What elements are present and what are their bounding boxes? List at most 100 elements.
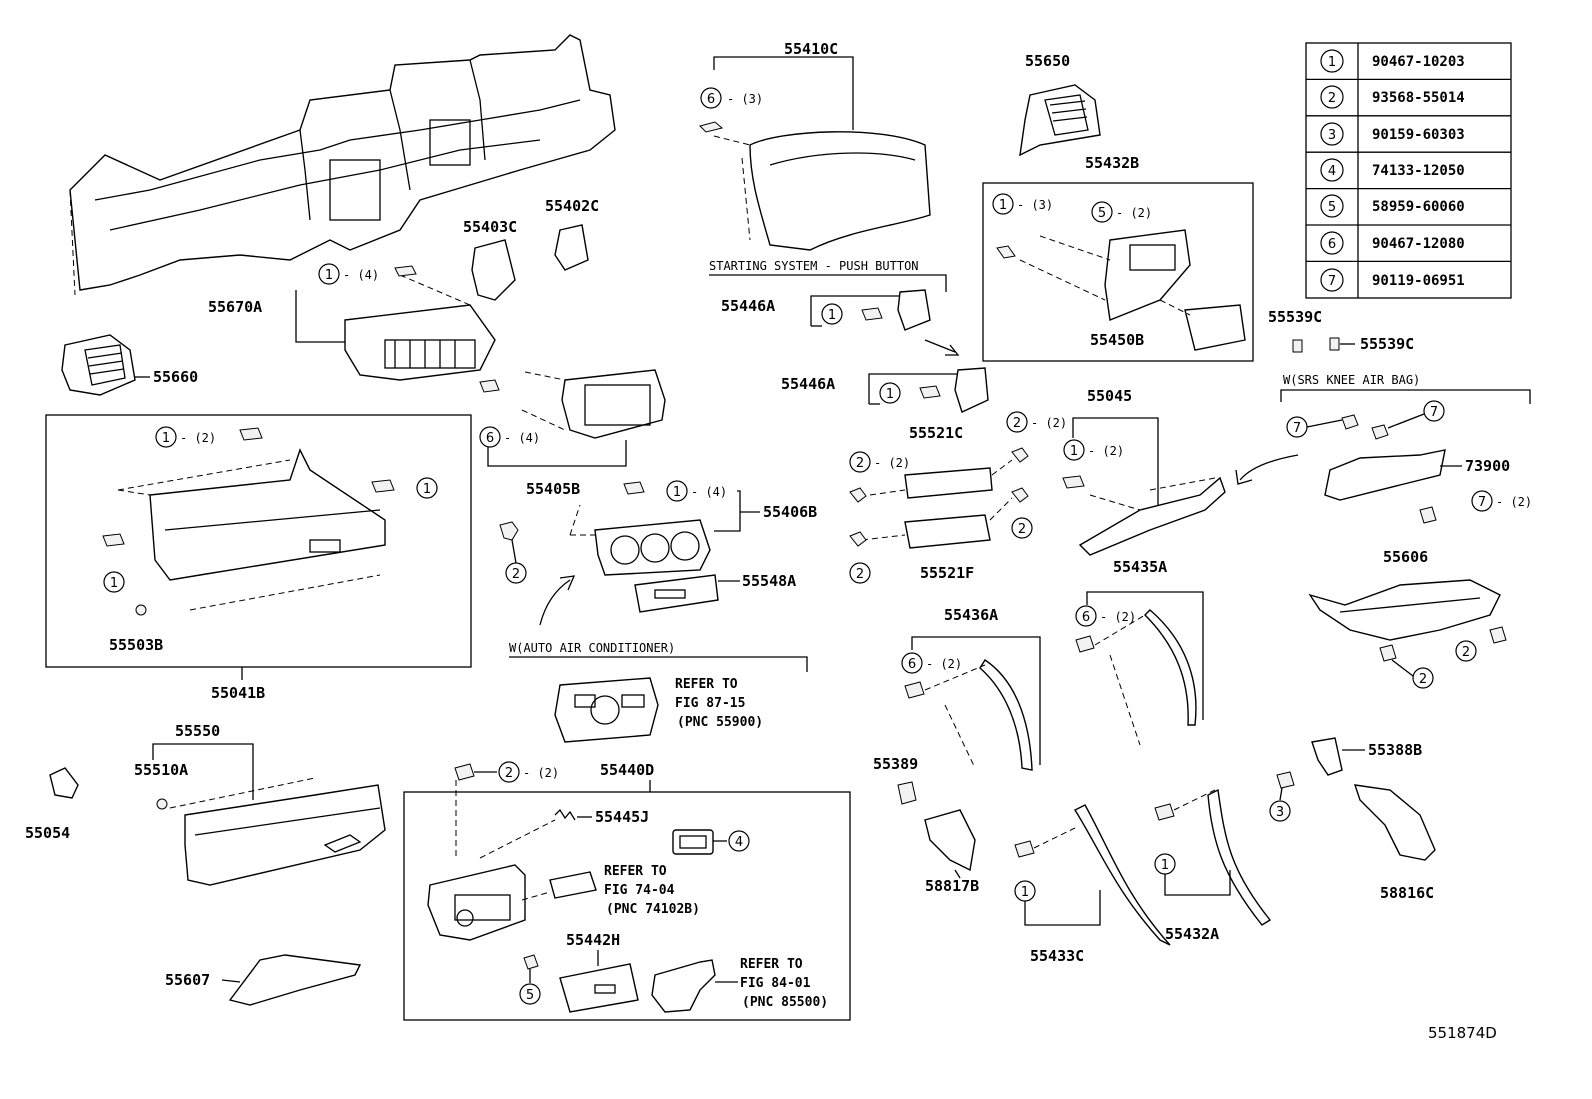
- side-vent-right-drawing: [1019, 84, 1101, 157]
- clip-drawing: [523, 954, 539, 970]
- screw-drawing: [454, 763, 475, 781]
- callout-1: 1: [673, 485, 681, 500]
- part-label-55446A[interactable]: 55446A: [721, 297, 775, 315]
- part-label-55403C[interactable]: 55403C: [463, 218, 517, 236]
- center-vent-drawing: [344, 265, 496, 381]
- part-label-55446A[interactable]: 55446A: [781, 375, 835, 393]
- bracket-drawing: [1311, 737, 1343, 776]
- qty-label: - (2): [1088, 444, 1124, 458]
- qty-label: - (2): [1100, 610, 1136, 624]
- part-label-55389[interactable]: 55389: [873, 755, 918, 773]
- legend-part: 90467-12080: [1372, 236, 1465, 252]
- callout-1: 1: [1070, 444, 1078, 459]
- part-label-55650[interactable]: 55650: [1025, 52, 1070, 70]
- screw-drawing: [1341, 414, 1359, 430]
- part-label-55539C[interactable]: 55539C: [1360, 335, 1414, 353]
- qty-label: - (2): [180, 431, 216, 445]
- screw-drawing: [1379, 644, 1397, 662]
- socket-drawing: [651, 959, 716, 1013]
- screw-drawing: [1489, 626, 1507, 644]
- part-label-55606[interactable]: 55606: [1383, 548, 1428, 566]
- part-label-55510A[interactable]: 55510A: [134, 761, 188, 779]
- callout-2: 2: [856, 567, 864, 582]
- part-label-55539C[interactable]: 55539C: [1268, 308, 1322, 326]
- switch-bezel-drawing: [904, 514, 991, 549]
- part-label-55405B[interactable]: 55405B: [526, 480, 580, 498]
- legend-num: 7: [1328, 274, 1336, 289]
- refer-note: (PNC 55900): [677, 715, 763, 730]
- part-label-55440D[interactable]: 55440D: [600, 761, 654, 779]
- part-label-55550[interactable]: 55550: [175, 722, 220, 740]
- part-label-55445J[interactable]: 55445J: [595, 808, 649, 826]
- part-label-58817B[interactable]: 58817B: [925, 877, 979, 895]
- legend-row: 1 90467-10203: [1320, 49, 1465, 73]
- undercover-drawing: [1308, 579, 1501, 641]
- callout-2: 2: [1462, 645, 1470, 660]
- lower-finish-panel-drawing: [1078, 476, 1226, 556]
- part-label-55433C[interactable]: 55433C: [1030, 947, 1084, 965]
- callout-6: 6: [486, 431, 494, 446]
- detail-box-right: [982, 182, 1254, 362]
- clip-drawing: [861, 307, 883, 321]
- legend-row: 4 74133-12050: [1320, 158, 1465, 182]
- cover-drawing: [471, 239, 516, 301]
- part-label-55045[interactable]: 55045: [1087, 387, 1132, 405]
- qty-label: - (3): [1017, 198, 1053, 212]
- legend-part: 93568-55014: [1372, 90, 1465, 106]
- callout-6: 6: [707, 92, 715, 107]
- part-label-55442H[interactable]: 55442H: [566, 931, 620, 949]
- refer-note: FIG 87-15: [675, 696, 745, 711]
- part-label-55548A[interactable]: 55548A: [742, 572, 796, 590]
- switch-drawing: [549, 871, 597, 899]
- screw-drawing: [849, 531, 867, 547]
- part-label-55388B[interactable]: 55388B: [1368, 741, 1422, 759]
- dashboard-frame-drawing: [69, 34, 616, 296]
- bracket-drawing: [228, 954, 362, 1006]
- refer-note: FIG 84-01: [740, 976, 811, 991]
- part-label-55436A[interactable]: 55436A: [944, 606, 998, 624]
- legend-part: 90467-10203: [1372, 54, 1465, 70]
- part-label-55402C[interactable]: 55402C: [545, 197, 599, 215]
- legend-row: 6 90467-12080: [1320, 231, 1465, 255]
- legend-num: 5: [1328, 200, 1336, 215]
- pillar-garnish-drawing: [1144, 609, 1197, 726]
- clip-drawing: [1154, 803, 1175, 821]
- part-label-55435A[interactable]: 55435A: [1113, 558, 1167, 576]
- clip-drawing: [102, 533, 125, 547]
- clip-drawing: [1075, 635, 1095, 653]
- callout-5: 5: [1098, 206, 1106, 221]
- part-label-55410C[interactable]: 55410C: [784, 40, 838, 58]
- part-label-55670A[interactable]: 55670A: [208, 298, 262, 316]
- qty-label: - (2): [874, 456, 910, 470]
- detail-box-glovebox: [45, 414, 472, 668]
- callout-6: 6: [1082, 610, 1090, 625]
- part-label-55521F[interactable]: 55521F: [920, 564, 974, 582]
- qty-label: - (4): [504, 431, 540, 445]
- cover-drawing: [924, 809, 976, 872]
- part-label-55406B[interactable]: 55406B: [763, 503, 817, 521]
- part-label-55660[interactable]: 55660: [153, 368, 198, 386]
- callout-1: 1: [423, 482, 431, 497]
- qty-label: - (2): [1496, 495, 1532, 509]
- callout-1: 1: [162, 431, 170, 446]
- part-label-55041B[interactable]: 55041B: [211, 684, 265, 702]
- part-label-55432A[interactable]: 55432A: [1165, 925, 1219, 943]
- refer-note: (PNC 74102B): [606, 902, 700, 917]
- part-label-55054[interactable]: 55054: [25, 824, 70, 842]
- cover-drawing: [1353, 784, 1436, 861]
- legend-part: 90119-06951: [1372, 273, 1465, 289]
- callout-6: 6: [908, 657, 916, 672]
- part-label-55432B[interactable]: 55432B: [1085, 154, 1139, 172]
- legend-part: 90159-60303: [1372, 127, 1465, 143]
- part-label-55450B[interactable]: 55450B: [1090, 331, 1144, 349]
- part-label-55503B[interactable]: 55503B: [109, 636, 163, 654]
- part-label-55521C[interactable]: 55521C: [909, 424, 963, 442]
- lid-drawing: [559, 963, 639, 1013]
- cap-drawing: [672, 829, 714, 855]
- part-label-58816C[interactable]: 58816C: [1380, 884, 1434, 902]
- part-label-55607[interactable]: 55607: [165, 971, 210, 989]
- pillar-lower-drawing: [1073, 804, 1171, 946]
- clip-drawing: [1062, 475, 1085, 489]
- legend-table: 1 90467-10203 2 93568-55014 3 90159-6030…: [1305, 42, 1512, 299]
- part-label-73900[interactable]: 73900: [1465, 457, 1510, 475]
